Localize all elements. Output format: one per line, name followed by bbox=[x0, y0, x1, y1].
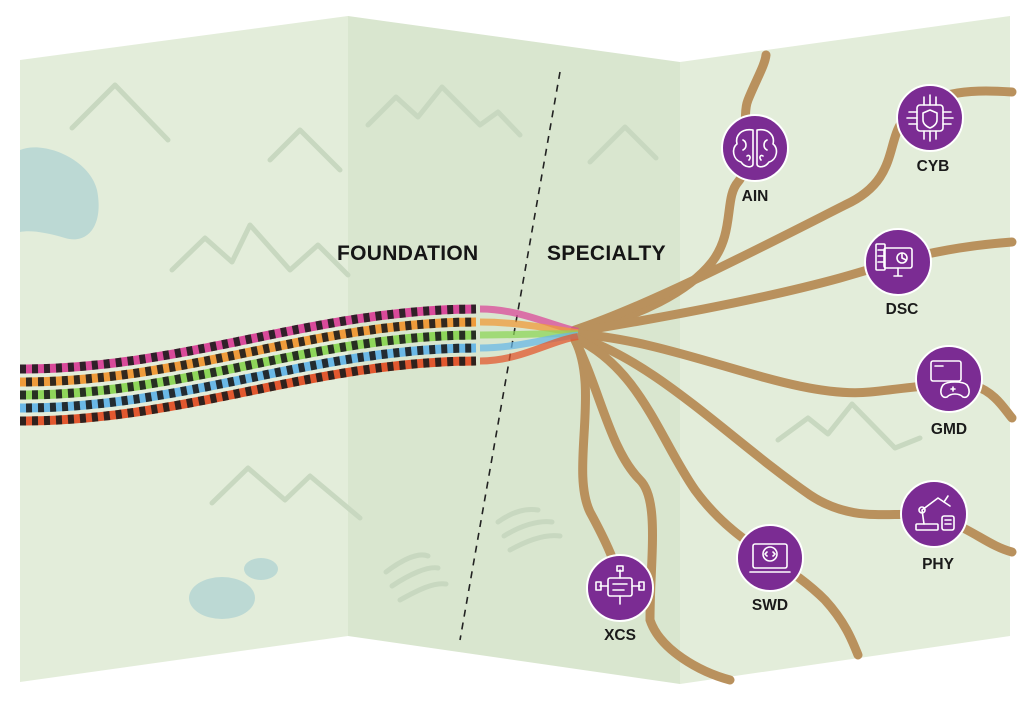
road-ain bbox=[570, 50, 771, 335]
node-xcs[interactable]: XCS bbox=[586, 554, 654, 644]
node-xcs-badge bbox=[586, 554, 654, 622]
node-swd[interactable]: SWD bbox=[736, 524, 804, 614]
node-cyb-badge bbox=[896, 84, 964, 152]
code-window-icon bbox=[749, 543, 791, 573]
data-dashboard-icon bbox=[875, 243, 913, 277]
node-ain[interactable]: AIN bbox=[721, 114, 789, 205]
strand-2 bbox=[20, 317, 477, 387]
road-swd-lower bbox=[570, 335, 735, 685]
foundation-label: FOUNDATION bbox=[337, 242, 478, 265]
road-swd bbox=[570, 333, 863, 660]
game-controller-icon bbox=[930, 360, 970, 399]
node-gmd[interactable]: GMD bbox=[915, 345, 983, 438]
node-dsc[interactable]: DSC bbox=[864, 228, 932, 318]
strand-4 bbox=[20, 343, 477, 413]
woven-strand-bundle bbox=[20, 304, 579, 426]
mountain bbox=[587, 124, 659, 165]
node-phy[interactable]: PHY bbox=[900, 480, 968, 573]
mountain bbox=[365, 84, 523, 138]
circuit-chip-icon bbox=[595, 565, 645, 605]
node-swd-badge bbox=[736, 524, 804, 592]
folded-map bbox=[20, 16, 1010, 684]
node-cyb[interactable]: CYB bbox=[896, 84, 964, 175]
node-gmd-label: GMD bbox=[931, 421, 967, 438]
specialty-label: SPECIALTY bbox=[547, 242, 666, 265]
strand-weave-3 bbox=[20, 330, 477, 400]
mountain bbox=[169, 222, 351, 278]
node-cyb-label: CYB bbox=[917, 158, 950, 175]
node-ain-badge bbox=[721, 114, 789, 182]
road-dsc bbox=[570, 237, 1017, 337]
lake bbox=[20, 147, 99, 240]
mountains bbox=[69, 82, 923, 521]
grass bbox=[383, 507, 563, 603]
grass-tuft bbox=[495, 507, 563, 553]
mountain bbox=[775, 401, 923, 451]
circuit-shield-icon bbox=[906, 94, 954, 142]
pond-small bbox=[244, 558, 278, 580]
node-phy-badge bbox=[900, 480, 968, 548]
node-gmd-badge bbox=[915, 345, 983, 413]
mountain bbox=[209, 465, 363, 521]
pond-large bbox=[189, 577, 255, 619]
strand-weave-1 bbox=[20, 304, 477, 374]
node-xcs-label: XCS bbox=[604, 627, 636, 644]
road-gmd bbox=[570, 329, 1017, 423]
grass-tuft bbox=[383, 552, 449, 603]
water bbox=[20, 147, 278, 619]
node-swd-label: SWD bbox=[752, 597, 788, 614]
mountain bbox=[69, 82, 171, 143]
node-dsc-label: DSC bbox=[886, 301, 919, 318]
strand-weave-5 bbox=[20, 356, 477, 426]
node-ain-label: AIN bbox=[742, 188, 769, 205]
robot-arm-icon bbox=[915, 495, 955, 531]
brain-icon bbox=[732, 128, 778, 168]
mountain bbox=[267, 127, 343, 173]
node-phy-label: PHY bbox=[922, 556, 955, 573]
strand-merge-5 bbox=[479, 333, 579, 365]
